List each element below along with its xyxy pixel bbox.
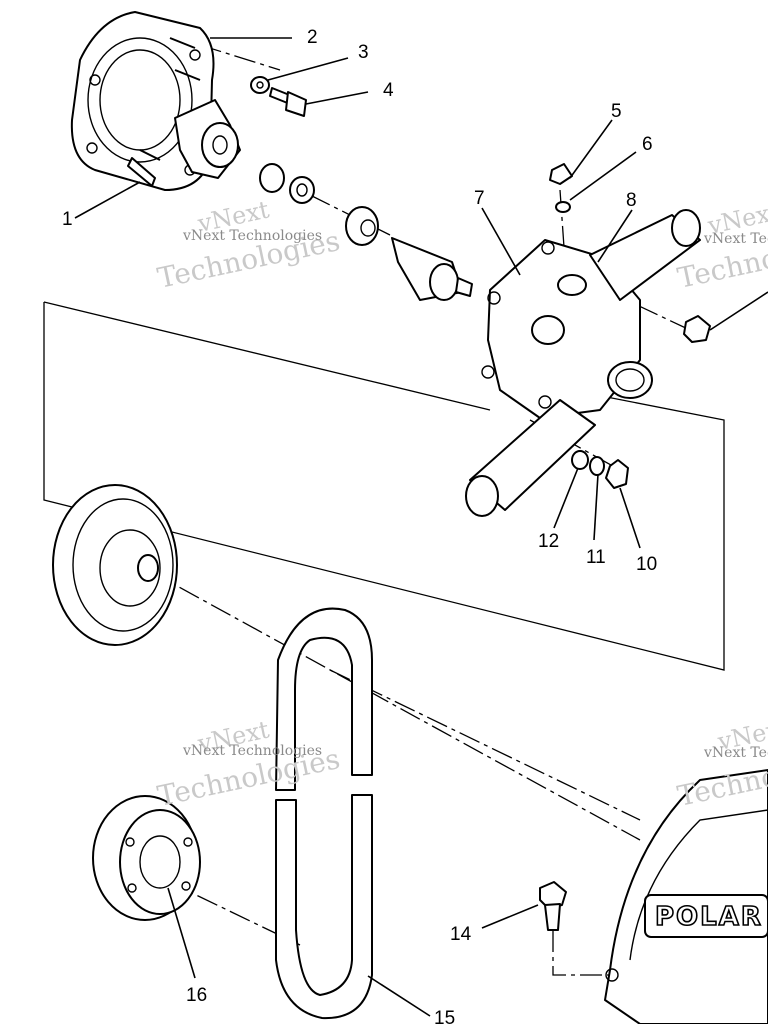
callout-4: 4	[383, 80, 394, 101]
callout-8: 8	[626, 190, 637, 211]
watermark-small: vNext Technologies	[703, 231, 768, 247]
watermark-small: vNext Technologies	[182, 228, 322, 244]
bolt-5	[549, 163, 573, 185]
callout-10: 10	[636, 554, 657, 575]
nut-9	[683, 315, 711, 343]
callout-1: 1	[62, 209, 73, 230]
callout-16: 16	[186, 985, 207, 1006]
callout-7: 7	[474, 188, 485, 209]
callout-2: 2	[307, 27, 318, 48]
callout-numbers: 1 2 3 4 5 6 7 8 10 11 12 14 15 16	[62, 27, 657, 1024]
belt-guard-cover: POLAR	[604, 769, 768, 1024]
callout-6: 6	[642, 134, 653, 155]
pump-housing-7	[481, 239, 653, 419]
bolt-14	[539, 881, 567, 931]
upper-hose	[589, 209, 701, 301]
large-pulley	[52, 484, 178, 646]
callout-5: 5	[611, 101, 622, 122]
washer-12	[571, 450, 589, 470]
guard-logo-text: POLAR	[655, 902, 763, 932]
alignment-lines	[147, 44, 691, 976]
callout-3: 3	[358, 42, 369, 63]
callout-15: 15	[434, 1008, 455, 1024]
callout-12: 12	[538, 531, 559, 552]
lower-hose	[465, 399, 596, 517]
watermark-lower: vNext Technologies vNext Technologies	[155, 715, 343, 812]
callout-14: 14	[450, 924, 472, 945]
small-pulley-16	[92, 795, 201, 921]
washer-6	[555, 201, 571, 213]
assembly-frame	[43, 301, 725, 671]
drive-belt-15	[275, 607, 373, 1020]
seal-and-shaft	[259, 163, 473, 301]
lock-washer-11	[589, 456, 605, 476]
impeller	[174, 99, 241, 179]
watermark-upper: vNext Technologies vNext Technologies	[155, 195, 343, 294]
nut-10	[605, 459, 629, 489]
callout-11: 11	[586, 547, 606, 568]
washer-3	[250, 76, 270, 94]
callout-leaders	[74, 37, 768, 1017]
bolt-4	[269, 87, 307, 117]
watermark-small: vNext Technologies	[703, 745, 768, 761]
watermark-small: vNext Technologies	[182, 743, 322, 759]
